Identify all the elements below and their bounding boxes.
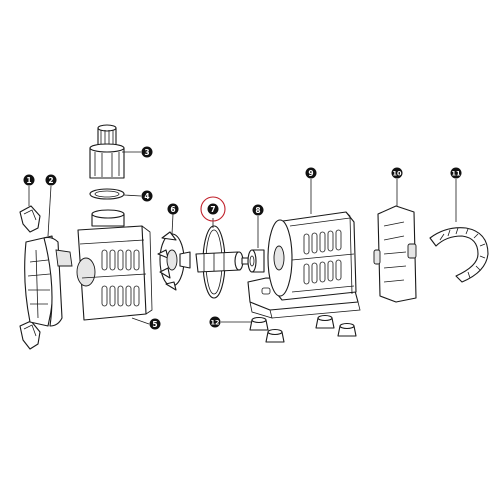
callout-6: 6 [167,203,179,215]
part-4-o-ring [89,188,125,200]
callout-5: 5 [149,318,161,330]
callout-3: 3 [141,146,153,158]
callout-10: 10 [391,167,403,179]
part-3-outlet-fitting [89,124,125,179]
motor-vent-slots [303,229,342,285]
callout-11: 11 [450,167,462,179]
svg-text:2: 2 [48,176,53,185]
callout-12: 12 [209,316,221,328]
part-1-clip-upper [19,205,41,233]
svg-text:10: 10 [392,170,402,178]
svg-text:9: 9 [308,169,313,178]
rotor-shaft [195,251,253,273]
part-8-bearing [247,249,265,273]
callout-8: 8 [252,204,264,216]
part-9-motor-body [247,211,361,319]
callout-7: 7 [207,203,219,215]
svg-text:4: 4 [144,192,149,201]
part-11-handle [429,227,489,283]
svg-text:7: 7 [210,205,215,214]
part-12-feet [249,314,357,343]
housing-vent-slots [101,249,140,307]
callout-7-highlight-ring [200,196,226,222]
foot-4 [337,322,357,337]
part-5-pump-housing [76,209,153,321]
callout-1: 1 [23,174,35,186]
leader-lines [28,151,457,325]
part-1-clip-lower [19,320,41,350]
svg-text:12: 12 [210,319,219,327]
svg-text:5: 5 [152,320,157,329]
svg-text:1: 1 [26,176,31,185]
foot-3 [315,314,335,329]
part-10-rear-cover [373,205,417,303]
svg-text:3: 3 [144,148,149,157]
svg-text:8: 8 [255,206,260,215]
part-6-impeller [157,231,191,291]
svg-text:6: 6 [170,205,175,214]
callout-9: 9 [305,167,317,179]
callout-4: 4 [141,190,153,202]
foot-1 [249,316,269,331]
callout-2: 2 [45,174,57,186]
part-2-front-cover [24,235,73,327]
svg-text:11: 11 [451,170,461,178]
foot-2 [265,328,285,343]
